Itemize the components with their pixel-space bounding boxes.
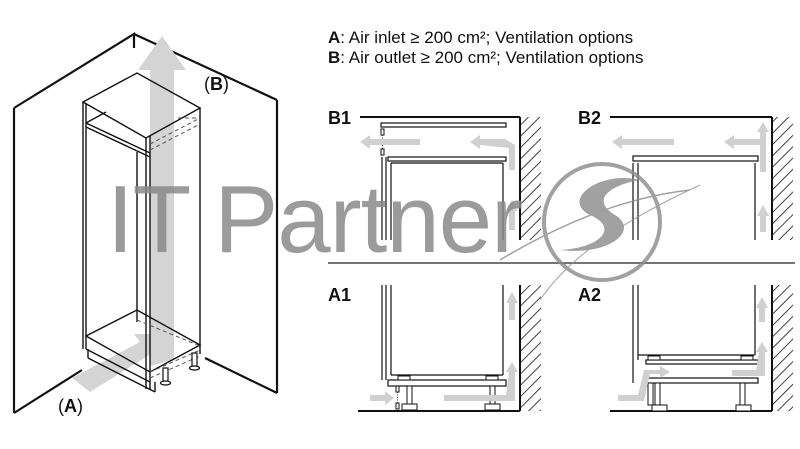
inlet-label: (A): [58, 396, 83, 416]
legend: A: Air inlet ≥ 200 cm²; Ventilation opti…: [328, 28, 644, 68]
panel-a2-drawing: [610, 285, 793, 412]
legend-item-a: A: Air inlet ≥ 200 cm²; Ventilation opti…: [328, 28, 644, 48]
panel-label-a1: A1: [328, 285, 352, 305]
outlet-label: (B): [204, 74, 229, 94]
panel-label-b1: B1: [328, 108, 352, 128]
legend-text-a: : Air inlet ≥ 200 cm²; Ventilation optio…: [340, 28, 634, 47]
legend-key-b: B: [328, 48, 341, 67]
panel-b1-drawing: [360, 116, 541, 240]
legend-text-b: : Air outlet ≥ 200 cm²; Ventilation opti…: [340, 48, 644, 67]
watermark-logo: [499, 162, 701, 301]
legend-key-a: A: [328, 28, 341, 47]
legend-item-b: B: Air outlet ≥ 200 cm²; Ventilation opt…: [328, 48, 644, 68]
panel-label-a2: A2: [578, 285, 602, 305]
isometric-cabinet: [12, 32, 279, 414]
panel-a1-drawing: [358, 285, 541, 412]
panel-label-b2: B2: [578, 108, 602, 128]
panel-b2-drawing: [610, 116, 793, 240]
